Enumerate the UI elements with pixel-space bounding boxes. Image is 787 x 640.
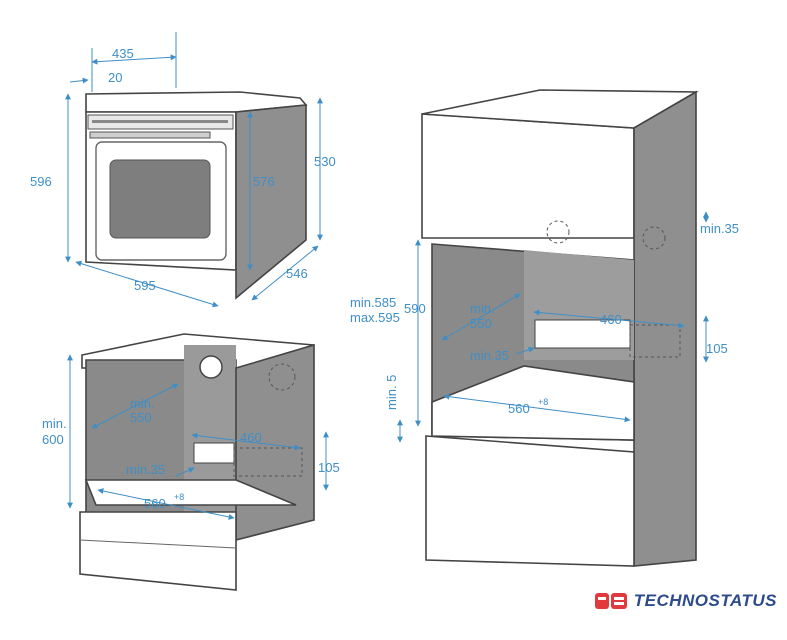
col-width: 560 xyxy=(508,401,530,416)
col-vent-height: 105 xyxy=(706,341,728,356)
uc-vent-height: 105 xyxy=(318,460,340,475)
col-vent-width: 460 xyxy=(600,312,622,327)
col-depth-label: min. xyxy=(470,301,495,316)
oven-dimensions: 435 20 596 576 530 595 546 xyxy=(30,32,336,308)
uc-width-tol: +8 xyxy=(174,492,184,502)
oven-depth-total: 435 xyxy=(112,46,134,61)
col-width-tol: +8 xyxy=(538,397,548,407)
uc-min-height-label: min. xyxy=(42,416,67,431)
under-counter-dimensions: min. 600 min. 550 460 min.35 105 560 +8 xyxy=(42,354,340,520)
uc-depth-label: min. xyxy=(130,396,155,411)
oven-drawing xyxy=(85,91,308,300)
col-vent-min: min.35 xyxy=(470,348,509,363)
col-gap: min.35 xyxy=(700,221,739,236)
uc-vent-width: 460 xyxy=(240,430,262,445)
col-height-min: min.585 xyxy=(350,295,396,310)
col-depth-value: 550 xyxy=(470,316,492,331)
uc-min-height-value: 600 xyxy=(42,432,64,447)
col-height-max: max.595 xyxy=(350,310,400,325)
col-height-alt: 590 xyxy=(404,301,426,316)
under-counter-niche xyxy=(79,333,315,591)
uc-vent-min: min.35 xyxy=(126,462,165,477)
uc-width: 560 xyxy=(144,496,166,511)
column-dimensions: min.35 min.585 max.595 590 min. 550 460 … xyxy=(350,211,739,443)
oven-width: 595 xyxy=(134,278,156,293)
ts-logo-icon xyxy=(594,593,627,609)
oven-height: 596 xyxy=(30,174,52,189)
brand-logo: TECHNOSTATUS xyxy=(594,590,777,612)
oven-depth-front: 20 xyxy=(108,70,122,85)
oven-height-side: 530 xyxy=(314,154,336,169)
oven-height-inner: 576 xyxy=(253,174,275,189)
col-bottom-min: min. 5 xyxy=(384,375,399,410)
oven-side-depth: 546 xyxy=(286,266,308,281)
uc-depth-value: 550 xyxy=(130,410,152,425)
brand-name: TECHNOSTATUS xyxy=(633,591,777,610)
